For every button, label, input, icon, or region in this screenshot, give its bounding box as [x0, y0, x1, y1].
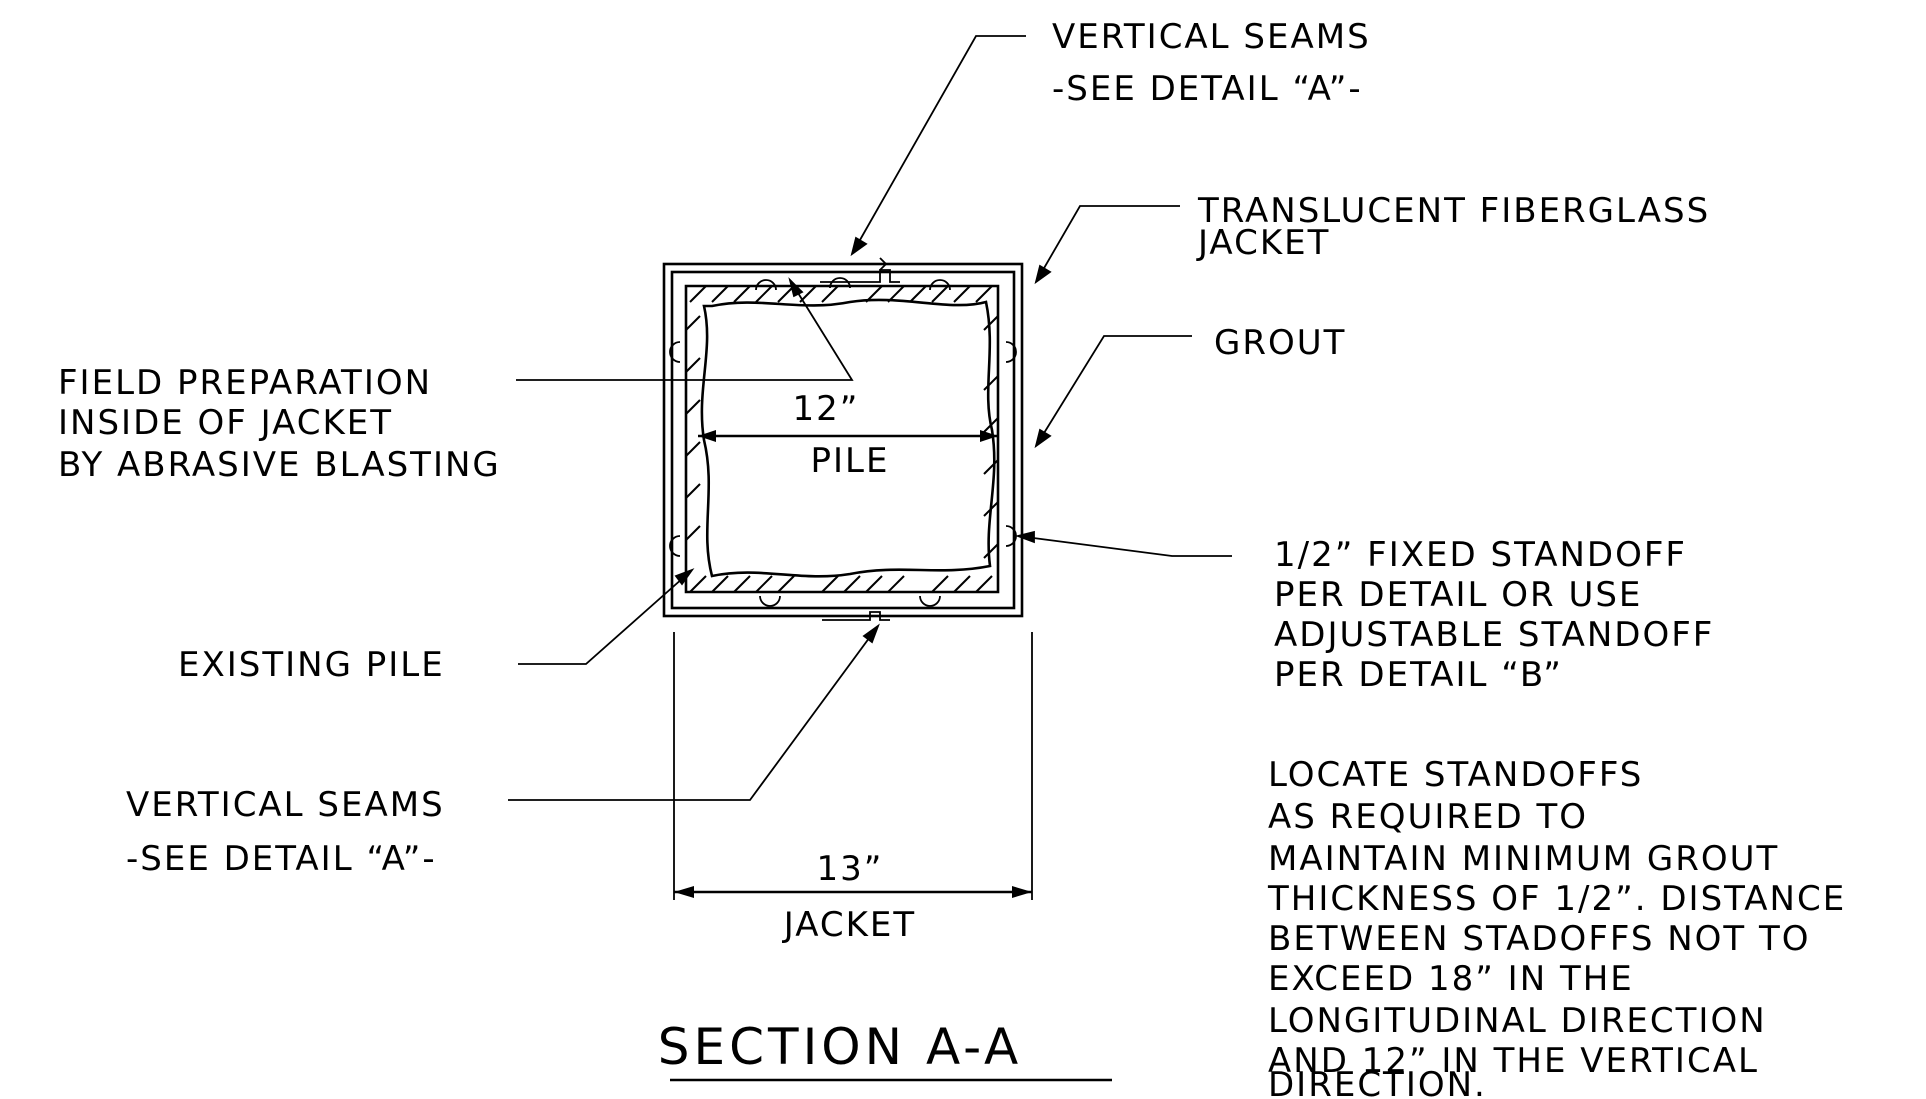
seam-bottom	[822, 611, 890, 621]
svg-text:ADJUSTABLE STANDOFF: ADJUSTABLE STANDOFF	[1274, 615, 1714, 655]
leader-lines	[508, 35, 1232, 801]
svg-text:DIRECTION.: DIRECTION.	[1268, 1065, 1487, 1099]
svg-text:FIELD PREPARATION: FIELD PREPARATION	[58, 363, 432, 403]
svg-text:-SEE DETAIL “A”-: -SEE DETAIL “A”-	[126, 839, 437, 879]
svg-text:-SEE DETAIL “A”-: -SEE DETAIL “A”-	[1052, 69, 1363, 109]
svg-text:VERTICAL SEAMS: VERTICAL SEAMS	[1052, 17, 1371, 57]
svg-text:JACKET: JACKET	[1196, 223, 1330, 263]
pile-hatching	[684, 284, 1000, 594]
note-standoffs: LOCATE STANDOFFS AS REQUIRED TO MAINTAIN…	[1267, 755, 1846, 1099]
svg-text:THICKNESS OF 1/2”. DISTANCE: THICKNESS OF 1/2”. DISTANCE	[1267, 879, 1846, 919]
svg-text:PER DETAIL “B”: PER DETAIL “B”	[1274, 655, 1563, 695]
pile-dimension-arrow-right	[980, 430, 998, 442]
svg-text:GROUT: GROUT	[1214, 323, 1346, 363]
label-translucent-fiberglass-jacket: TRANSLUCENT FIBERGLASS JACKET	[1196, 191, 1710, 263]
svg-text:TRANSLUCENT FIBERGLASS: TRANSLUCENT FIBERGLASS	[1197, 191, 1710, 231]
svg-text:1/2” FIXED STANDOFF: 1/2” FIXED STANDOFF	[1274, 535, 1687, 575]
svg-text:PILE: PILE	[811, 441, 890, 481]
svg-text:EXCEED 18” IN THE: EXCEED 18” IN THE	[1268, 959, 1634, 999]
svg-text:VERTICAL SEAMS: VERTICAL SEAMS	[126, 785, 445, 825]
label-grout: GROUT	[1214, 323, 1346, 363]
label-field-preparation: FIELD PREPARATION INSIDE OF JACKET BY AB…	[58, 363, 501, 485]
svg-text:12”: 12”	[793, 389, 860, 429]
svg-text:BY ABRASIVE BLASTING: BY ABRASIVE BLASTING	[58, 445, 501, 485]
section-title: SECTION A-A	[658, 1018, 1112, 1082]
label-pile-dimension: 12” PILE	[793, 389, 890, 481]
svg-text:JACKET: JACKET	[782, 905, 916, 945]
svg-text:13”: 13”	[817, 849, 884, 889]
pile-section	[662, 257, 1024, 621]
pile-inner-surface	[700, 298, 996, 578]
svg-text:PER DETAIL OR USE: PER DETAIL OR USE	[1274, 575, 1642, 615]
jacket-inner-line	[670, 270, 1016, 610]
label-jacket-dimension: 13” JACKET	[782, 849, 916, 945]
label-vertical-seams-bottom: VERTICAL SEAMS -SEE DETAIL “A”-	[126, 785, 445, 879]
svg-text:LOCATE STANDOFFS: LOCATE STANDOFFS	[1268, 755, 1643, 795]
seam-break-top	[879, 257, 888, 271]
svg-text:MAINTAIN MINIMUM GROUT: MAINTAIN MINIMUM GROUT	[1268, 839, 1779, 879]
svg-text:AND 12” IN THE VERTICAL: AND 12” IN THE VERTICAL	[1268, 1041, 1759, 1081]
svg-text:BETWEEN STADOFFS NOT TO: BETWEEN STADOFFS NOT TO	[1268, 919, 1811, 959]
pile-dimension-arrow-left	[698, 430, 716, 442]
svg-text:AS REQUIRED TO: AS REQUIRED TO	[1268, 797, 1588, 837]
svg-text:EXISTING PILE: EXISTING PILE	[178, 645, 445, 685]
jacket-dimension	[673, 632, 1033, 900]
svg-text:LONGITUDINAL DIRECTION: LONGITUDINAL DIRECTION	[1268, 1001, 1767, 1041]
label-vertical-seams-top: VERTICAL SEAMS -SEE DETAIL “A”-	[1052, 17, 1371, 109]
label-existing-pile: EXISTING PILE	[178, 645, 445, 685]
svg-text:INSIDE OF JACKET: INSIDE OF JACKET	[58, 403, 393, 443]
svg-text:SECTION A-A: SECTION A-A	[658, 1018, 1022, 1076]
jacket-outer-line	[662, 262, 1024, 618]
seam-top	[820, 269, 900, 283]
label-standoff: 1/2” FIXED STANDOFF PER DETAIL OR USE AD…	[1274, 535, 1714, 695]
